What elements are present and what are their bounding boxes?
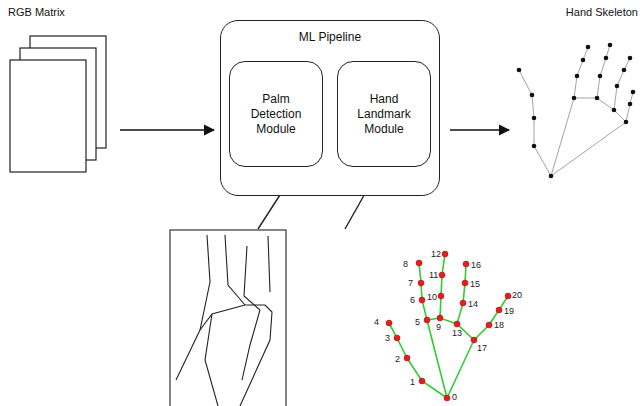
callout-number: 20 (512, 290, 522, 300)
landmark-dots (386, 251, 511, 401)
callout-number: 14 (468, 299, 478, 309)
callout-number: 9 (436, 322, 441, 332)
input-stack: RGB Matrix (8, 6, 108, 174)
palm-sketch (170, 230, 286, 406)
callout-number: 13 (452, 328, 462, 338)
callout-number: 6 (410, 295, 415, 305)
callout-number: 12 (431, 249, 441, 259)
callout-number: 19 (504, 306, 514, 316)
callout-number: 0 (452, 392, 457, 402)
callout-number: 8 (403, 259, 408, 269)
callout-number: 1 (410, 377, 415, 387)
callout-number: 15 (470, 279, 480, 289)
flow-arrow (450, 129, 509, 130)
pipeline-box: ML PipelinePalm Detection Module Hand Lan… (220, 20, 440, 196)
callout-number: 2 (395, 354, 400, 364)
output-skeleton: Hand Skeleton (515, 2, 638, 182)
node-title: RGB Matrix (8, 6, 108, 19)
node-title: Palm Detection Module (244, 92, 308, 137)
callout-number: 17 (477, 343, 487, 353)
module-box: Hand Landmark Module (337, 61, 431, 167)
skeleton-bones (519, 45, 633, 176)
callout-number: 4 (374, 317, 379, 327)
node-title: Hand Skeleton (515, 6, 638, 19)
callout-number: 5 (415, 317, 420, 327)
flow-arrow (120, 129, 214, 130)
skeleton-joints (517, 43, 636, 179)
module-box: Palm Detection Module (229, 61, 323, 167)
node-title: Hand Landmark Module (352, 92, 416, 137)
callout-number: 10 (427, 292, 437, 302)
callout-number: 16 (471, 260, 481, 270)
rgb-stack (10, 36, 106, 172)
callout-number: 7 (408, 278, 413, 288)
callout-number: 18 (494, 320, 504, 330)
landmark-bones (389, 254, 508, 398)
node-title: ML Pipeline (221, 31, 439, 44)
callout-number: 11 (429, 270, 438, 280)
callout-number: 3 (385, 333, 390, 343)
